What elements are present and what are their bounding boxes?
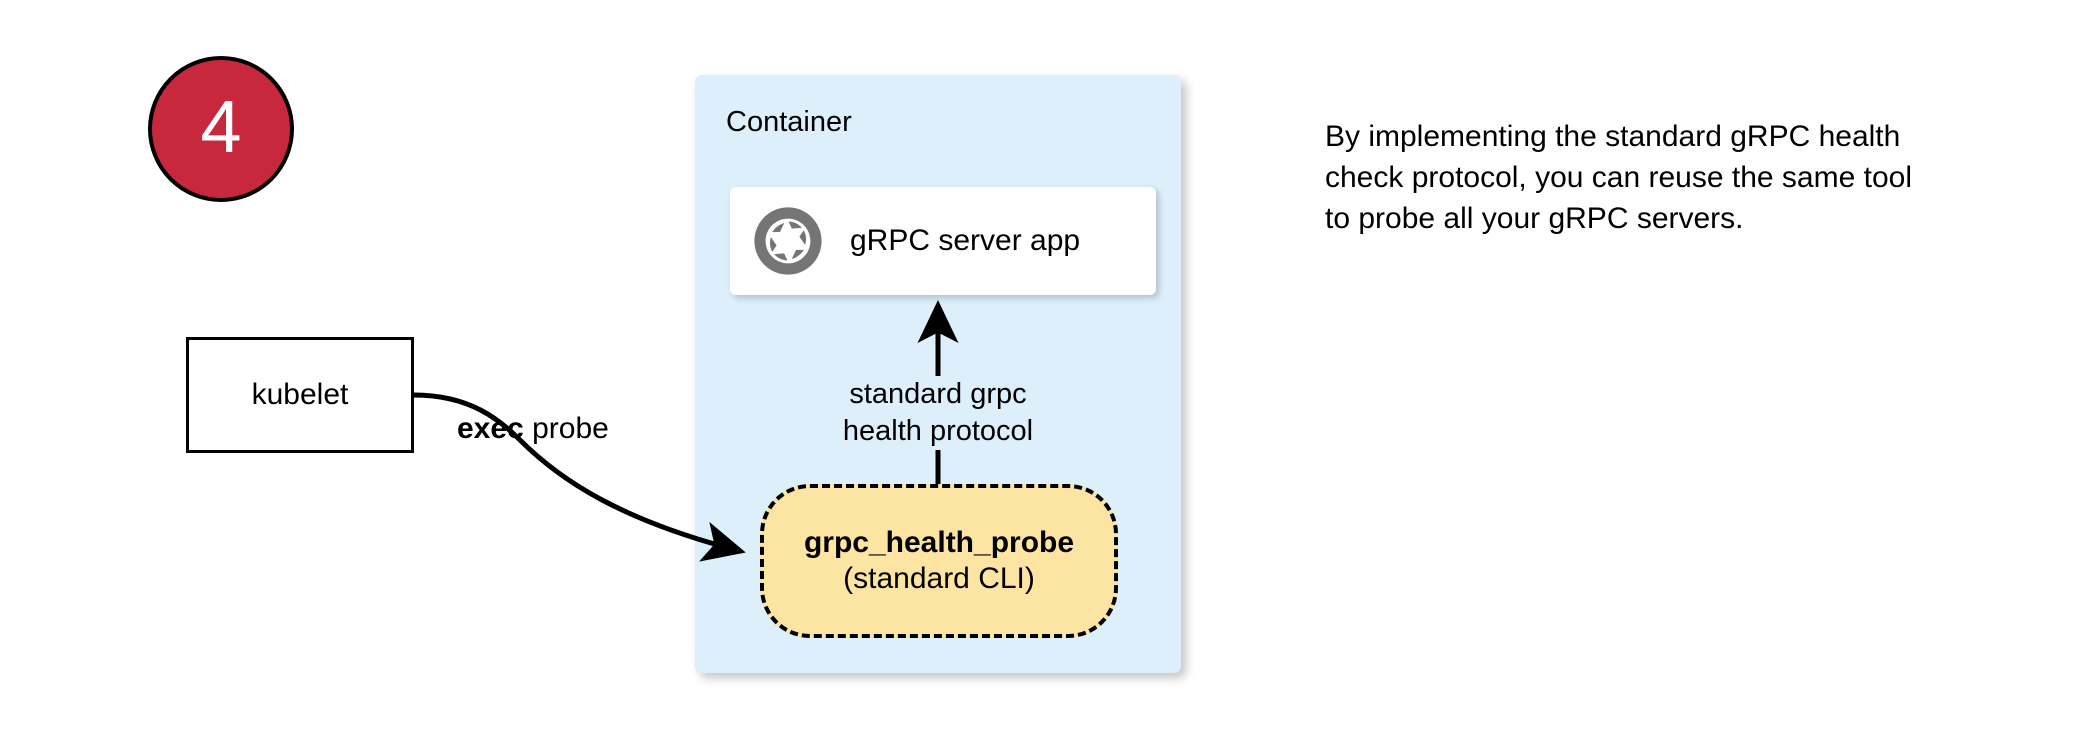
grpc-health-probe-title: grpc_health_probe xyxy=(803,525,1075,559)
aperture-icon xyxy=(754,207,822,275)
protocol-line-2: health protocol xyxy=(842,415,1034,448)
exec-probe-edge-label: exec probe xyxy=(457,412,609,446)
exec-keyword: exec xyxy=(457,412,524,445)
container-title: Container xyxy=(726,106,852,138)
kubelet-box: kubelet xyxy=(186,337,414,453)
protocol-edge-label: standard grpc health protocol xyxy=(836,376,1040,451)
protocol-line-1: standard grpc xyxy=(849,378,1027,410)
kubelet-label: kubelet xyxy=(251,378,349,411)
grpc-health-probe-subtitle: (standard CLI) xyxy=(843,562,1035,595)
grpc-server-app-label: gRPC server app xyxy=(850,224,1081,257)
explanatory-note: By implementing the standard gRPC health… xyxy=(1325,120,1912,235)
grpc-health-probe-node: grpc_health_probe (standard CLI) xyxy=(760,484,1118,638)
grpc-server-app-card: gRPC server app xyxy=(730,187,1156,295)
probe-word: probe xyxy=(523,412,609,445)
step-number-label: 4 xyxy=(200,85,242,168)
step-number-badge: 4 xyxy=(148,56,294,202)
